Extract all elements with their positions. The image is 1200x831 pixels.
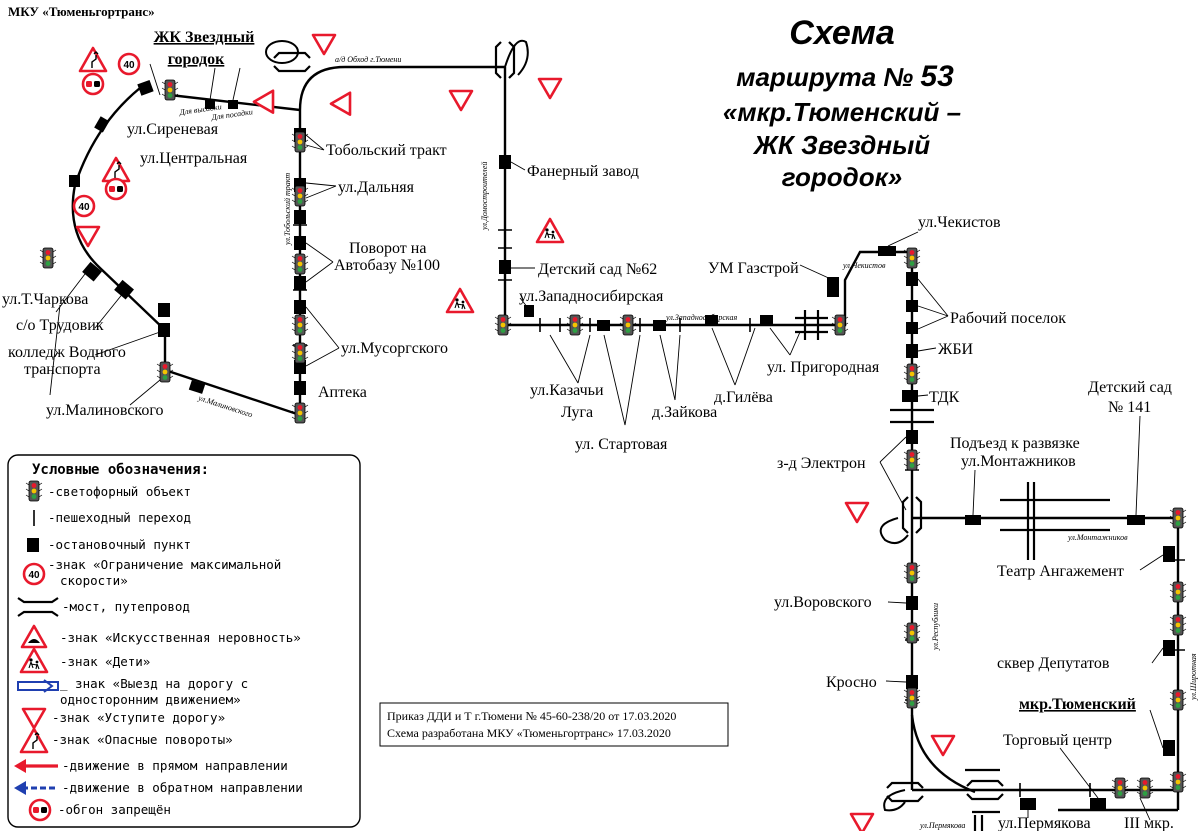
legend-traffic-light: -светофорный объект [48,484,191,499]
road-signs: 40 40 [72,33,956,831]
speed-limit-sign: 40 40 [72,52,141,218]
stop-vorovskogo: ул.Воровского [774,594,872,611]
stop-tdk: ТДК [929,389,960,406]
legend-children: -знак «Дети» [60,654,150,669]
stop-detsad62: Детский сад №62 [538,261,657,278]
stop-kazachi-2: Луга [561,404,593,421]
stop-sirenevaya: ул.Сиреневая [127,121,219,138]
legend-speed-limit-2: скорости» [60,573,128,588]
title-line2: маршрута № 53 [736,60,954,93]
bridge-icon [17,597,59,617]
street-domostroiteley: ул.Домостроителей [480,162,489,231]
stop-skver: сквер Депутатов [997,655,1110,672]
org-name: МКУ «Тюменьгортранс» [8,4,155,19]
legend-yield: -знак «Уступите дорогу» [52,710,225,725]
stop-teatr: Театр Ангажемент [997,563,1124,580]
order-line-1: Приказ ДДИ и Т г.Тюмени № 45-60-238/20 о… [387,709,676,723]
stop-elektron: з-д Электрон [777,455,866,472]
small-labels: Для высадки Для посадки [178,102,253,122]
stop-permyakova: ул.Пермякова [998,815,1091,831]
legend-one-way-2: односторонним движением» [60,692,241,707]
title-line4: ЖК Звездный [752,130,930,160]
stop-um-gazstroy: УМ Газстрой [708,260,799,277]
stop-apteka: Аптека [318,384,367,401]
stop-college-2: транспорта [24,361,101,378]
stop-centralnaya: ул.Центральная [140,150,248,167]
street-obhod: а/д Обход г.Тюмени [335,55,401,64]
legend-one-way-1: _ знак «Выезд на дорогу с [60,676,248,691]
street-respubliki: ул.Республики [931,603,940,651]
bus-stop-icon [27,538,39,552]
legend-title: Условные обозначения: [32,462,209,478]
legend-direct: -движение в прямом направлении [62,758,288,773]
stop-trudovik: с/о Трудовик [16,317,104,334]
legend-no-overtaking: -обгон запрещён [58,802,171,817]
one-way-exit-icon [17,679,59,693]
stop-faner: Фанерный завод [527,163,639,180]
legend-curves: -знак «Опасные повороты» [52,732,233,747]
legend-reverse: -движение в обратном направлении [62,780,303,795]
reverse-arrow-icon [14,781,58,795]
title-line3: «мкр.Тюменский – [723,97,961,127]
svg-text:40: 40 [78,202,90,213]
svg-text:40: 40 [123,60,135,71]
stop-podezd-1: Подъезд к развязке [950,435,1080,452]
legend-speed-limit-1: -знак «Ограничение максимальной [48,557,281,572]
street-tobolsky: ул.Тобольский тракт [283,173,292,246]
stop-zhbi: ЖБИ [938,341,974,358]
stop-tyumensky: мкр.Тюменский [1019,696,1136,713]
street-zapadnosibirskaya: ул.Западносибирская [665,313,737,322]
stop-avtobaza-1: Поворот на [349,240,426,257]
stop-college-1: колледж Водного [8,344,126,361]
stop-chekistov: ул.Чекистов [918,214,1001,231]
street-montazhnikov: ул.Монтажников [1067,533,1128,542]
stop-detsad141-2: № 141 [1108,399,1151,416]
stop-zaykova: д.Зайкова [652,404,717,421]
stop-rabochiy: Рабочий поселок [950,310,1066,327]
stop-prigorodnaya: ул. Пригородная [767,359,880,376]
stop-startovaya: ул. Стартовая [575,436,668,453]
stop-torgovy: Торговый центр [1003,732,1112,749]
street-chekistov: ул.Чекистов [842,261,886,270]
stop-tobolsky: Тобольский тракт [326,142,447,159]
stop-dalnyaya: ул.Дальняя [338,179,415,196]
street-shirotnaya: ул.Широтная [1189,653,1198,701]
stop-labels: ЖК Звездный городок ул.Сиреневая ул.Цент… [2,29,1174,831]
stop-podezd-2: ул.Монтажников [961,453,1076,470]
legend-bus-stop: -остановочный пункт [48,537,191,552]
legend: Условные обозначения: -светофорный объек… [7,454,361,828]
stop-malinovskogo: ул.Малиновского [46,402,164,419]
stop-charkova: ул.Т.Чаркова [2,291,88,308]
stop-kazachi-1: ул.Казачьи [530,382,604,399]
order-note: Приказ ДДИ и Т г.Тюмени № 45-60-238/20 о… [379,702,729,747]
stop-zapadnosib: ул.Западносибирская [519,288,664,305]
order-line-2: Схема разработана МКУ «Тюменьгортранс» 1… [387,726,671,740]
stop-gorodok: городок [168,51,225,68]
speed-limit-icon: 40 [22,562,46,586]
stop-krosno: Кросно [826,674,877,691]
title-line1: Схема [789,14,895,52]
direct-arrow-icon [14,759,58,773]
stop-avtobaza-2: Автобазу №100 [334,257,440,274]
no-overtaking-icon [28,798,52,822]
stop-detsad141-1: Детский сад [1088,379,1172,396]
svg-text:40: 40 [28,570,40,581]
street-permyakova: ул.Пермякова [919,821,965,830]
map-title: Схема маршрута № 53 «мкр.Тюменский – ЖК … [723,14,961,192]
legend-bridge: -мост, путепровод [62,599,190,614]
bus-stops [69,79,1175,810]
label-pointers [49,63,1164,821]
legend-crosswalk: -пешеходный переход [48,510,191,525]
legend-speed-bump: -знак «Искусственная неровность» [60,630,301,645]
stop-musorgskogo: ул.Мусоргского [341,340,448,357]
title-line5: городок» [782,162,902,192]
stop-zk-zvezdny: ЖК Звездный [154,29,255,46]
stop-mkr3: III мкр. [1124,815,1174,831]
stop-gileva: д.Гилёва [714,389,773,406]
overpass-lines [795,310,1110,831]
